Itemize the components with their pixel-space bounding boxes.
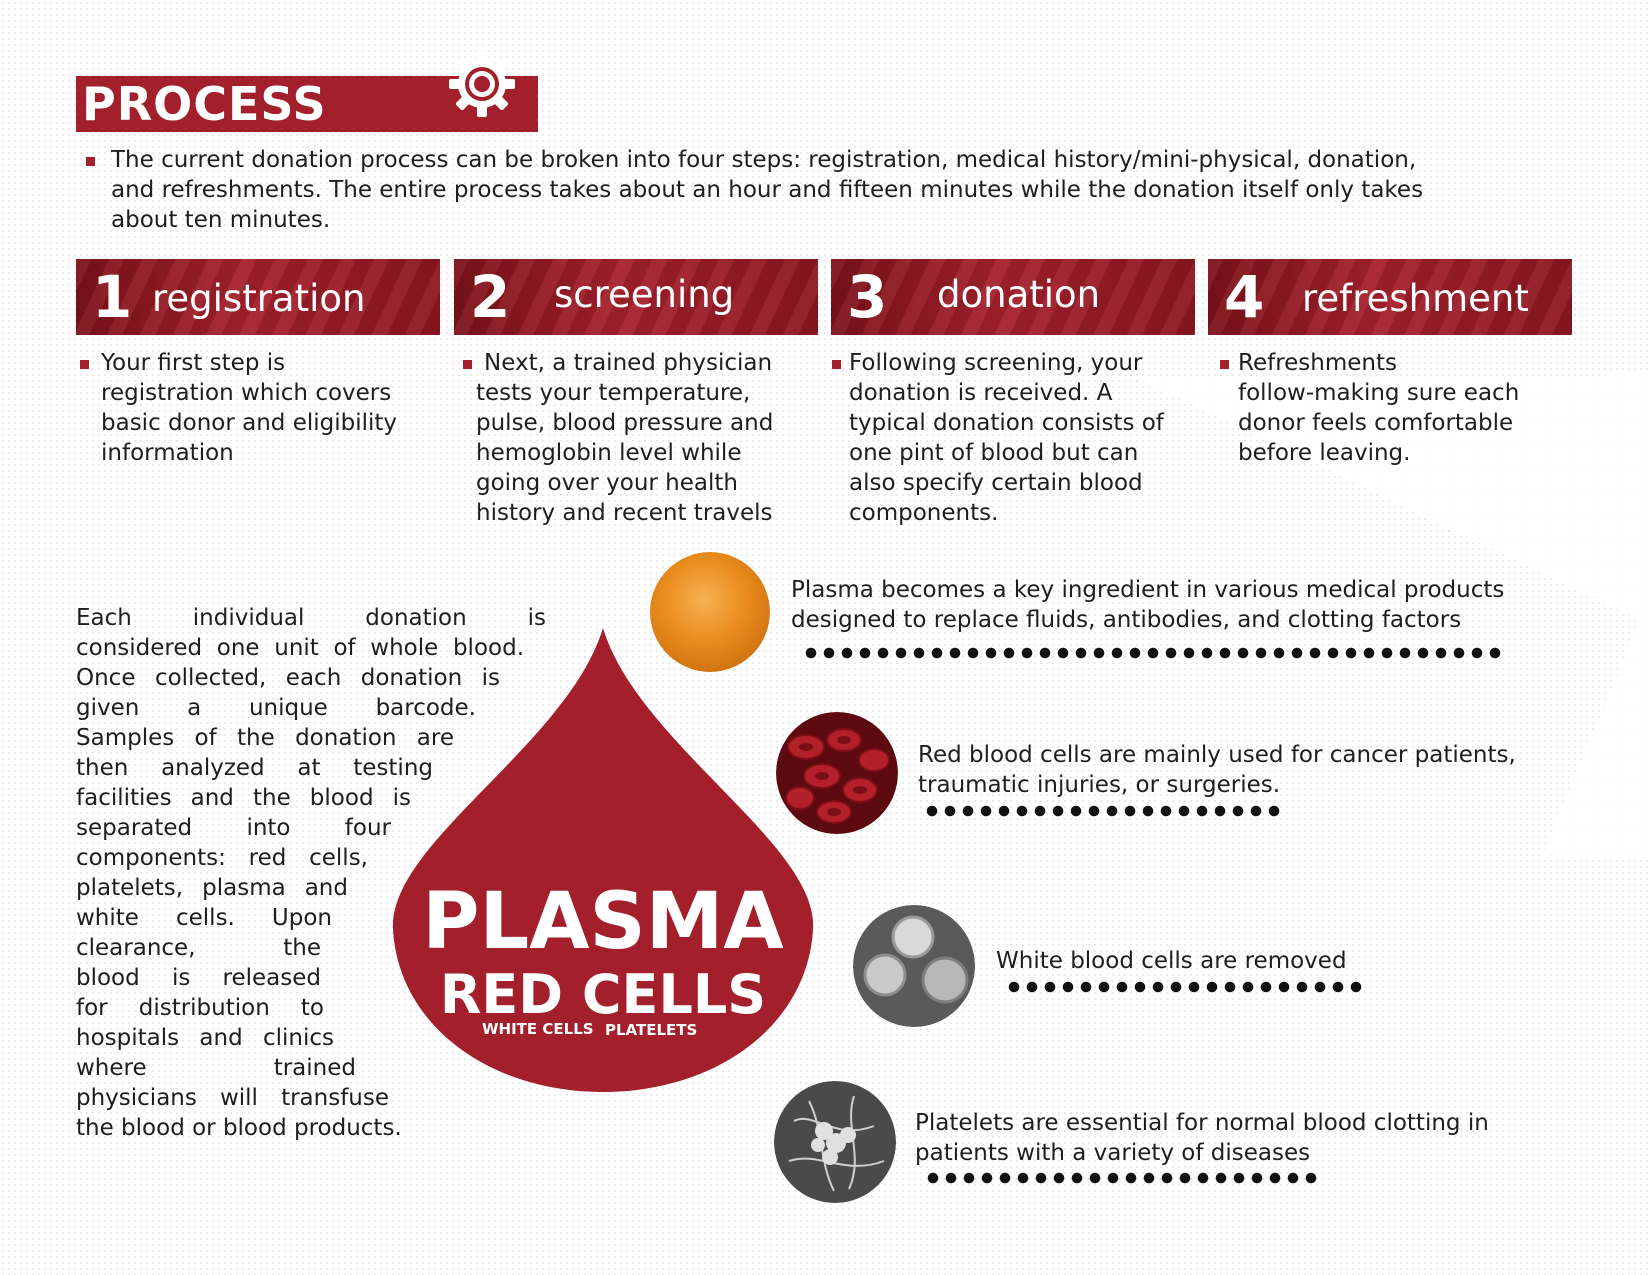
step-line: going over your health	[476, 470, 738, 496]
step-line: Refreshments	[1238, 350, 1397, 376]
blood-drop-shape	[392, 628, 814, 1092]
red-blood-cells-image	[776, 712, 898, 834]
component-line: White blood cells are removed	[996, 948, 1347, 974]
paragraph-line: hospitals and clinics	[76, 1025, 334, 1051]
intro-line: about ten minutes.	[111, 207, 331, 233]
step-line: pulse, blood pressure and	[476, 410, 774, 436]
plasma-description: Plasma becomes a key ingredient in vario…	[791, 575, 1504, 635]
step-description-screening: Next, a trained physician tests your tem…	[476, 348, 826, 528]
step-line: tests your temperature,	[476, 380, 751, 406]
step-bullet	[1220, 360, 1229, 369]
step-line: before leaving.	[1238, 440, 1411, 466]
drop-label-white-cells: WHITE CELLS	[482, 1020, 594, 1038]
page-title: PROCESS	[82, 77, 327, 131]
white-cells-description: White blood cells are removed	[996, 946, 1347, 976]
step-bullet	[832, 360, 841, 369]
step-line: donation is received. A	[849, 380, 1113, 406]
dotted-divider	[1005, 981, 1365, 993]
paragraph-line: given a unique barcode.	[76, 695, 476, 721]
step-label: donation	[937, 273, 1101, 316]
step-line: basic donor and eligibility	[101, 410, 398, 436]
step-description-donation: Following screening, your donation is re…	[849, 348, 1209, 528]
step-banner-registration: 1 registration	[76, 259, 440, 335]
intro-bullet	[86, 157, 95, 166]
step-number: 4	[1224, 263, 1265, 331]
component-line: Red blood cells are mainly used for canc…	[918, 742, 1516, 768]
step-description-registration: Your first step is registration which co…	[101, 348, 441, 468]
paragraph-line: considered one unit of whole blood.	[76, 635, 524, 661]
intro-text: The current donation process can be brok…	[111, 145, 1531, 235]
component-line: Platelets are essential for normal blood…	[915, 1110, 1489, 1136]
step-line: Your first step is	[101, 350, 286, 376]
step-line: Following screening, your	[849, 350, 1143, 376]
step-number: 2	[470, 263, 511, 331]
paragraph-line: the blood or blood products.	[76, 1115, 402, 1141]
dotted-divider	[802, 647, 1504, 659]
paragraph-line: Once collected, each donation is	[76, 665, 500, 691]
component-line: traumatic injuries, or surgeries.	[918, 772, 1281, 798]
plasma-image	[650, 552, 770, 672]
paragraph-line: clearance, the	[76, 935, 321, 961]
paragraph-line: blood is released	[76, 965, 321, 991]
step-banner-refreshment: 4 refreshment	[1208, 259, 1572, 335]
paragraph-line: separated into four	[76, 815, 391, 841]
component-line: patients with a variety of diseases	[915, 1140, 1311, 1166]
step-line: donor feels comfortable	[1238, 410, 1514, 436]
step-line: components.	[849, 500, 999, 526]
step-number: 3	[847, 263, 888, 331]
paragraph-line: components: red cells,	[76, 845, 368, 871]
step-label: registration	[152, 277, 366, 320]
component-line: Plasma becomes a key ingredient in vario…	[791, 577, 1505, 603]
step-bullet	[80, 360, 89, 369]
white-blood-cells-image	[853, 905, 975, 1027]
step-label: refreshment	[1302, 277, 1529, 320]
step-line: hemoglobin level while	[476, 440, 742, 466]
paragraph-line: white cells. Upon	[76, 905, 332, 931]
drop-label-red-cells: RED CELLS	[439, 963, 767, 1026]
step-label: screening	[554, 273, 735, 316]
paragraph-line: Each individual donation is	[76, 605, 546, 631]
step-line: typical donation consists of	[849, 410, 1164, 436]
paragraph-line: then analyzed at testing	[76, 755, 433, 781]
dotted-divider	[924, 1172, 1320, 1184]
intro-line: and refreshments. The entire process tak…	[111, 177, 1424, 203]
step-line: one pint of blood but can	[849, 440, 1139, 466]
step-line: follow-making sure each	[1238, 380, 1520, 406]
step-banner-screening: 2 screening	[454, 259, 818, 335]
intro-line: The current donation process can be brok…	[111, 147, 1417, 173]
platelets-description: Platelets are essential for normal blood…	[915, 1108, 1489, 1168]
step-line: Next, a trained physician	[484, 350, 773, 376]
paragraph-line: where trained	[76, 1055, 356, 1081]
paragraph-line: physicians will transfuse	[76, 1085, 389, 1111]
paragraph-line: for distribution to	[76, 995, 324, 1021]
red-cells-description: Red blood cells are mainly used for canc…	[918, 740, 1516, 800]
step-line: registration which covers	[101, 380, 392, 406]
platelets-image	[774, 1081, 896, 1203]
step-line: information	[101, 440, 234, 466]
drop-label-plasma: PLASMA	[422, 877, 784, 967]
step-bullet	[463, 360, 472, 369]
step-line: also specify certain blood	[849, 470, 1143, 496]
drop-label-platelets: PLATELETS	[605, 1021, 698, 1039]
gear-icon	[449, 51, 515, 117]
paragraph-line: facilities and the blood is	[76, 785, 411, 811]
step-number: 1	[92, 263, 133, 331]
separation-paragraph: Each individual donation is considered o…	[76, 603, 546, 1143]
dotted-divider	[923, 805, 1283, 817]
step-description-refreshment: Refreshments follow-making sure each don…	[1238, 348, 1578, 468]
paragraph-line: Samples of the donation are	[76, 725, 454, 751]
paragraph-line: platelets, plasma and	[76, 875, 348, 901]
step-banner-donation: 3 donation	[831, 259, 1195, 335]
step-line: history and recent travels	[476, 500, 773, 526]
component-line: designed to replace fluids, antibodies, …	[791, 607, 1462, 633]
